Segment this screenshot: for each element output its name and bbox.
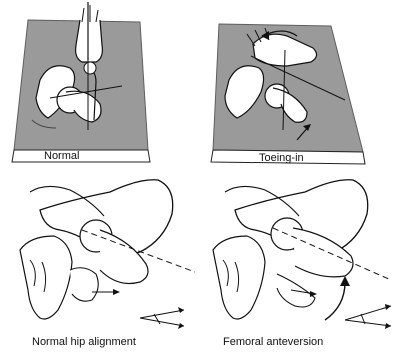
normal-hip-pelvis-drawing [0,170,195,335]
angle-indicator [140,307,184,329]
label-toeing-in: Toeing-in [259,152,304,164]
panel-femoral-anteversion: Femoral anteversion [195,170,395,352]
angle-indicator [345,304,391,329]
foot-outline [76,20,103,62]
plate-edge [12,150,150,162]
panel-toeing-in: Toeing-in [195,0,395,175]
normal-foot-hip-drawing [0,0,190,175]
caption-normal-hip-alignment: Normal hip alignment [32,336,136,348]
label-normal: Normal [44,150,79,162]
toeing-in-foot-hip-drawing [195,0,395,175]
rotation-arrow [325,282,345,320]
panel-normal-hip-alignment: Normal hip alignment [0,170,195,352]
panel-normal: Normal [0,0,190,175]
femoral-anteversion-pelvis-drawing [195,170,395,335]
caption-femoral-anteversion: Femoral anteversion [223,336,323,348]
